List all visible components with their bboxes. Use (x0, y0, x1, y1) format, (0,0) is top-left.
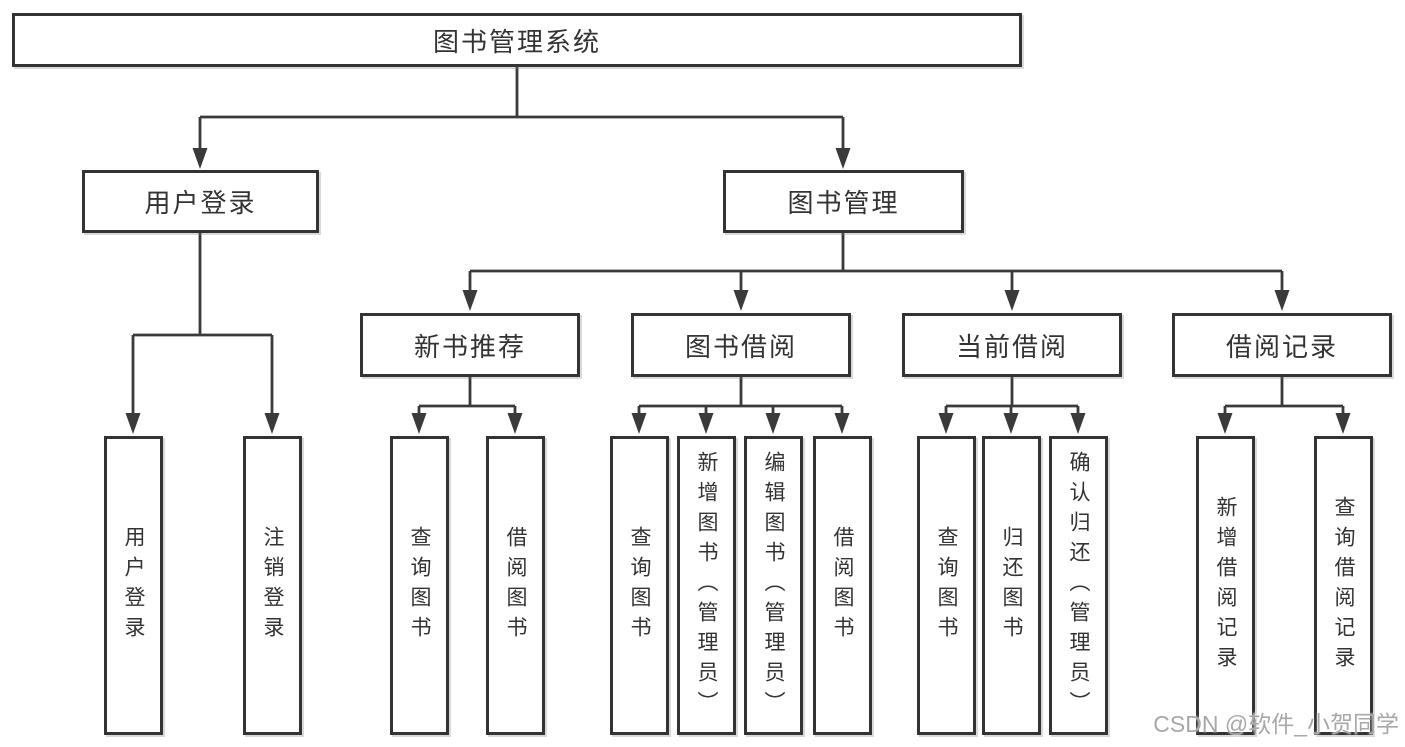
node-label: 借阅图书 (504, 525, 527, 646)
node-user-login-leaf: 用户登录 (104, 436, 163, 735)
node-label: 图书管理 (787, 188, 900, 218)
node-label: 查询图书 (628, 525, 651, 646)
node-label: 查询图书 (935, 525, 958, 646)
node-current-borrow: 当前借阅 (902, 313, 1122, 377)
node-query-borrow-record: 查询借阅记录 (1314, 436, 1373, 735)
node-label: 图书借阅 (684, 331, 797, 362)
node-label: 新增借阅记录 (1214, 495, 1237, 676)
node-new-book-recommend: 新书推荐 (360, 313, 580, 377)
node-user-login: 用户登录 (82, 170, 319, 233)
node-return-book: 归还图书 (982, 436, 1041, 735)
node-label: 新增图书（管理员） (695, 450, 718, 721)
node-label: 用户登录 (144, 188, 257, 218)
watermark: CSDN @软件_小贺同学 (1153, 711, 1399, 737)
node-borrow-books-recommend: 借阅图书 (486, 436, 545, 735)
node-label: 借阅记录 (1225, 331, 1338, 362)
node-label: 编辑图书（管理员） (762, 450, 785, 721)
node-label: 归还图书 (1000, 525, 1023, 646)
node-add-book-admin: 新增图书（管理员） (677, 436, 736, 735)
node-confirm-return-admin: 确认归还（管理员） (1049, 436, 1108, 735)
node-borrow-books-leaf: 借阅图书 (813, 436, 872, 735)
node-book-borrow: 图书借阅 (631, 313, 851, 377)
node-label: 查询借阅记录 (1332, 495, 1355, 676)
node-label: 注销登录 (261, 525, 284, 646)
node-query-books-current: 查询图书 (917, 436, 976, 735)
node-query-books-recommend: 查询图书 (390, 436, 449, 735)
node-borrow-records: 借阅记录 (1172, 313, 1392, 377)
node-root-library-system: 图书管理系统 (12, 13, 1022, 67)
node-logout-leaf: 注销登录 (243, 436, 302, 735)
node-edit-book-admin: 编辑图书（管理员） (744, 436, 803, 735)
node-label: 确认归还（管理员） (1067, 450, 1090, 721)
node-query-books-borrow: 查询图书 (610, 436, 669, 735)
node-label: 借阅图书 (831, 525, 854, 646)
node-label: 当前借阅 (955, 331, 1068, 362)
node-book-management: 图书管理 (723, 170, 964, 233)
node-add-borrow-record: 新增借阅记录 (1196, 436, 1255, 735)
node-label: 新书推荐 (413, 331, 526, 362)
node-label: 查询图书 (408, 525, 431, 646)
node-label: 图书管理系统 (432, 26, 601, 57)
node-label: 用户登录 (122, 525, 145, 646)
